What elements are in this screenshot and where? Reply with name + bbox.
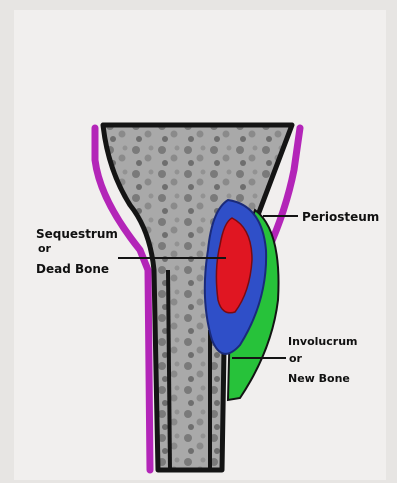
label-involucrum-line3: New Bone (288, 372, 350, 385)
label-sequestrum-line3: Dead Bone (36, 262, 109, 276)
label-involucrum-line1: Involucrum (288, 335, 358, 348)
label-involucrum-line2: or (289, 352, 303, 365)
label-sequestrum-line2: or (38, 242, 52, 255)
label-periosteum: Periosteum (302, 210, 379, 224)
cortex-inner-left (168, 270, 170, 470)
label-sequestrum-line1: Sequestrum (36, 227, 118, 241)
